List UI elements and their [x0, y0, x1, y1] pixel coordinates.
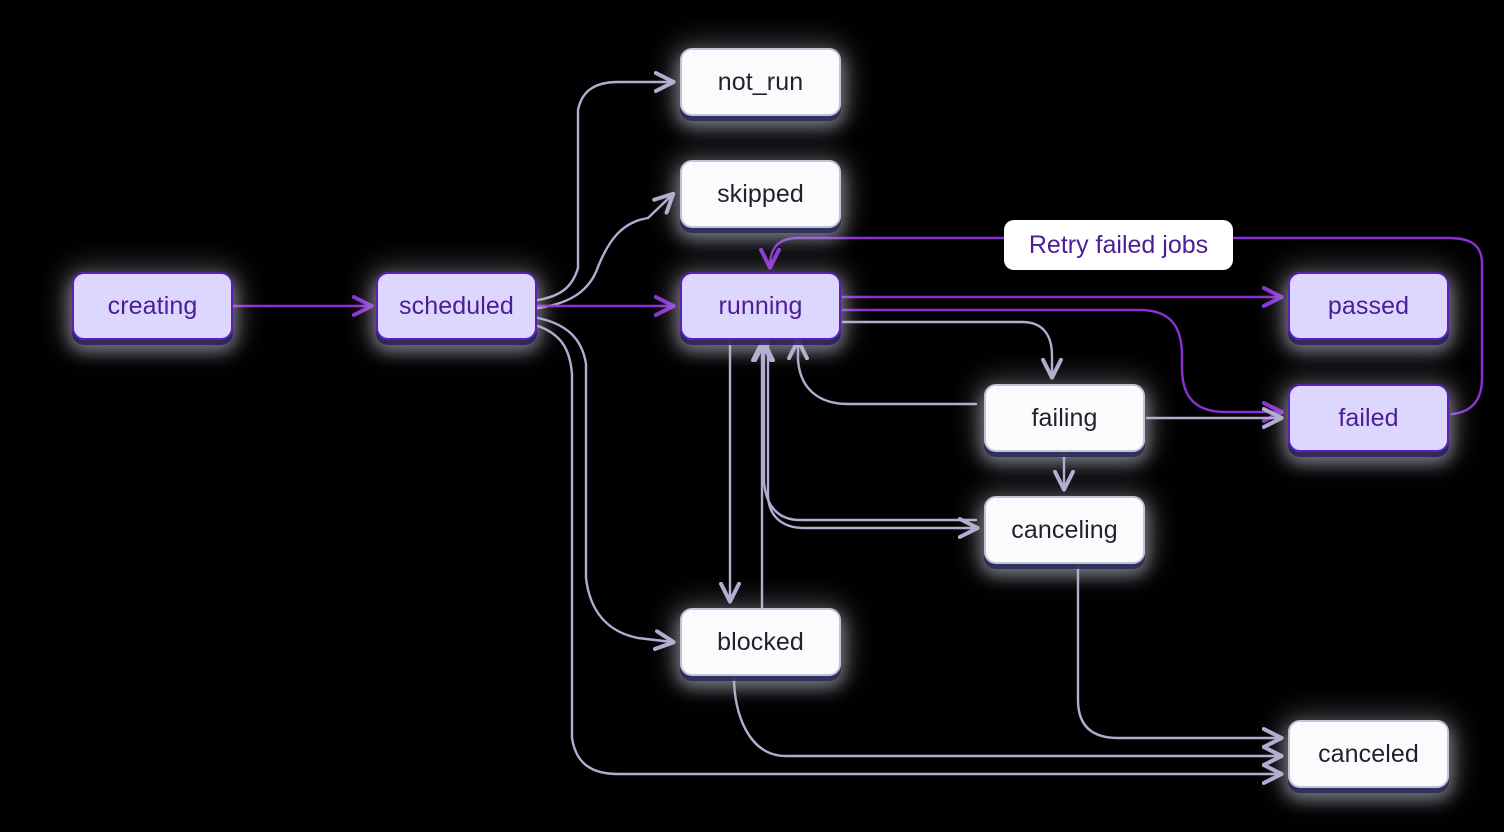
edge-scheduled-to-canceled [536, 324, 1280, 774]
edge-scheduled-to-skipped [536, 195, 672, 310]
edge-running-to-failing [841, 320, 1052, 376]
node-blocked-label: blocked [717, 627, 804, 656]
node-failing[interactable]: failing [984, 384, 1145, 452]
node-not-run-label: not_run [717, 67, 804, 96]
node-creating-label: creating [107, 291, 198, 320]
edge-running-to-canceling [766, 340, 976, 528]
node-failed[interactable]: failed [1288, 384, 1449, 452]
node-failed-label: failed [1338, 403, 1399, 432]
node-not-run[interactable]: not_run [680, 48, 841, 116]
node-running[interactable]: running [680, 272, 841, 340]
edge-failing-to-running [798, 342, 978, 406]
edge-scheduled-to-blocked [536, 316, 672, 642]
node-canceled[interactable]: canceled [1288, 720, 1449, 788]
node-canceled-label: canceled [1318, 739, 1419, 768]
node-passed[interactable]: passed [1288, 272, 1449, 340]
node-failing-label: failing [1031, 403, 1098, 432]
node-skipped[interactable]: skipped [680, 160, 841, 228]
node-scheduled-label: scheduled [399, 291, 514, 320]
edge-scheduled-to-not_run [536, 82, 672, 302]
node-passed-label: passed [1327, 291, 1410, 320]
node-running-label: running [718, 291, 803, 320]
edge-label-retry-failed-jobs: Retry failed jobs [1004, 220, 1233, 270]
node-creating[interactable]: creating [72, 272, 233, 340]
edge-canceling-to-canceled [1076, 564, 1280, 738]
edge-blocked-to-canceled [732, 676, 1280, 756]
node-scheduled[interactable]: scheduled [376, 272, 537, 340]
edge-label-retry-failed-jobs-text: Retry failed jobs [1028, 230, 1209, 259]
node-canceling[interactable]: canceling [984, 496, 1145, 564]
node-blocked[interactable]: blocked [680, 608, 841, 676]
node-canceling-label: canceling [1011, 515, 1118, 544]
node-skipped-label: skipped [717, 179, 804, 208]
edge-canceling-to-running [764, 344, 978, 522]
